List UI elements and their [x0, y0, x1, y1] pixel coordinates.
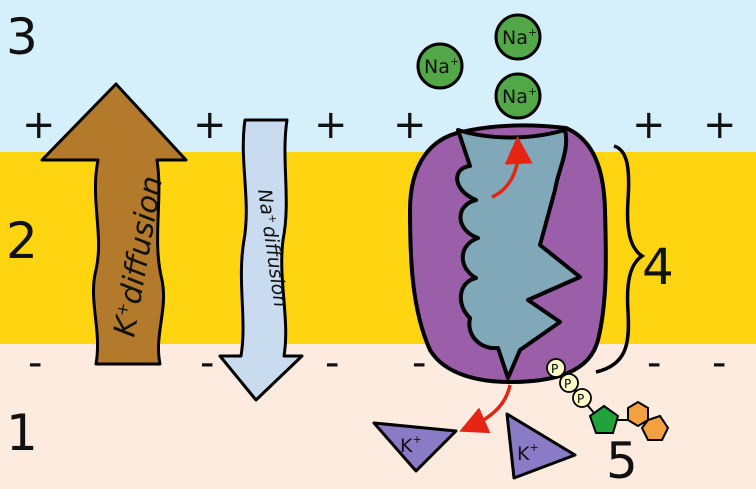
plus-sign: + [393, 102, 427, 148]
intracellular-number: 1 [6, 404, 38, 462]
potassium-ion: K+ [372, 421, 458, 473]
svg-text:P: P [577, 392, 584, 406]
sodium-ion: Na+ [494, 13, 542, 61]
svg-text:Na+: Na+ [424, 55, 459, 78]
ion-channel [455, 128, 582, 380]
adenine-ring [640, 414, 670, 441]
plus-sign: + [632, 102, 666, 148]
na-diffusion-arrow [218, 118, 304, 402]
svg-text:K+: K+ [400, 433, 422, 457]
plus-sign: + [22, 102, 56, 148]
pump-brace [595, 144, 646, 374]
svg-text:P: P [551, 362, 558, 376]
sodium-potassium-pump [408, 123, 608, 434]
phosphate-group: P [572, 388, 592, 408]
phosphate-group: P [546, 358, 566, 378]
potassium-ion: K+ [505, 412, 577, 480]
minus-sign: - [28, 340, 42, 386]
svg-text:Na+: Na+ [502, 26, 537, 49]
sodium-ion: Na+ [494, 72, 542, 120]
pump-number: 4 [642, 238, 674, 296]
membrane-number: 2 [6, 212, 38, 270]
plus-sign: + [193, 102, 227, 148]
plus-sign: + [703, 102, 737, 148]
svg-text:K+: K+ [517, 441, 539, 465]
minus-sign: - [712, 340, 726, 386]
minus-sign: - [200, 340, 214, 386]
minus-sign: - [325, 340, 339, 386]
minus-sign: - [647, 340, 661, 386]
sodium-ion: Na+ [416, 42, 464, 90]
plus-sign: + [314, 102, 348, 148]
phosphate-group: P [559, 373, 579, 393]
k-diffusion-arrow [40, 82, 188, 366]
ribose-pentagon [588, 404, 620, 434]
svg-text:P: P [564, 377, 571, 391]
minus-sign: - [412, 340, 426, 386]
red-efflux-arrow [491, 136, 533, 199]
atp-number: 5 [606, 432, 638, 489]
extracellular-number: 3 [6, 8, 38, 66]
atp-molecule: P P P [546, 358, 670, 441]
svg-text:Na+: Na+ [502, 85, 537, 108]
red-influx-arrow [459, 384, 512, 434]
